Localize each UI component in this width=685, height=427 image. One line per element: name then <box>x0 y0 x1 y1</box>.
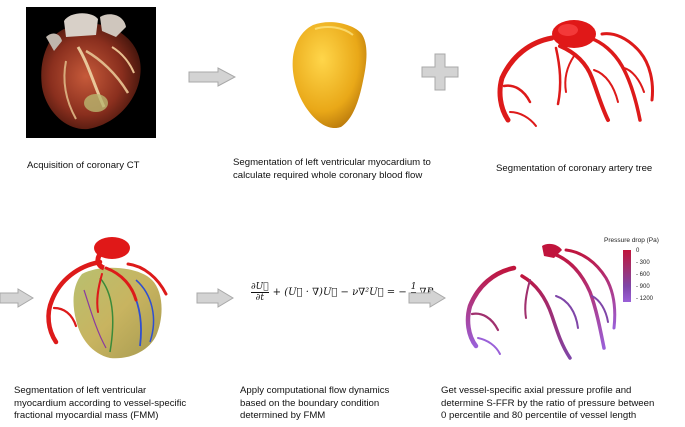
caption-cfd: Apply computational flow dynamics based … <box>240 385 389 423</box>
caption-lv-segmentation: Segmentation of left ventricular myocard… <box>233 157 431 182</box>
caption-line: Segmentation of coronary artery tree <box>496 163 653 174</box>
caption-line: Acquisition of coronary CT <box>27 160 140 171</box>
caption-line: Apply computational flow dynamics <box>240 385 390 396</box>
legend-tick: - 1200 <box>636 296 654 302</box>
caption-line: myocardium according to vessel-specific <box>14 397 187 409</box>
legend-tick: - 900 <box>636 284 650 290</box>
pressure-colorbar <box>623 250 631 302</box>
caption-ffr: Get vessel-specific axial pressure profi… <box>441 385 654 423</box>
fmm-segmentation-image <box>46 237 168 359</box>
legend-title: Pressure drop (Pa) <box>604 237 659 244</box>
numerator-du: ∂U⃗ <box>251 282 269 292</box>
caption-line: calculate required whole coronary blood … <box>233 169 423 181</box>
flow-arrow-1 <box>188 67 236 87</box>
legend-tick: 0 <box>636 248 640 254</box>
pressure-tree-image <box>465 243 617 360</box>
numerator-one: 1 <box>410 282 417 292</box>
caption-line: based on the boundary condition <box>240 397 380 409</box>
denominator-dt: ∂t <box>255 293 264 303</box>
coronary-tree-image <box>497 20 654 127</box>
caption-line: Get vessel-specific axial pressure profi… <box>441 385 632 396</box>
caption-line: fractional myocardial mass (FMM) <box>14 410 159 421</box>
flow-arrow-3 <box>196 288 234 308</box>
legend-tick: - 300 <box>636 260 650 266</box>
equation-middle: + (U⃗ · ∇)U⃗ − ν∇²U⃗ = − <box>272 287 407 298</box>
plus-icon <box>421 53 459 91</box>
coronary-ct-image <box>26 7 156 138</box>
time-derivative: ∂U⃗ ∂t <box>251 282 269 303</box>
flow-arrow-2 <box>0 288 34 308</box>
lv-myocardium-image <box>292 22 367 129</box>
caption-line: Segmentation of left ventricular <box>14 385 147 396</box>
caption-line: Segmentation of left ventricular myocard… <box>233 157 431 168</box>
navier-stokes-equation: ∂U⃗ ∂t + (U⃗ · ∇)U⃗ − ν∇²U⃗ = − 1 ρ ∇P <box>249 282 433 303</box>
caption-artery-tree: Segmentation of coronary artery tree <box>496 163 652 176</box>
flow-arrow-4 <box>408 288 446 308</box>
caption-line: 0 percentile and 80 percentile of vessel… <box>441 410 637 421</box>
caption-line: determine S-FFR by the ratio of pressure… <box>441 397 655 409</box>
fraction-bar <box>251 292 269 293</box>
caption-coronary-ct: Acquisition of coronary CT <box>27 160 140 173</box>
caption-fmm: Segmentation of left ventricular myocard… <box>14 385 186 423</box>
legend-tick: - 600 <box>636 272 650 278</box>
caption-line: determined by FMM <box>240 410 326 421</box>
